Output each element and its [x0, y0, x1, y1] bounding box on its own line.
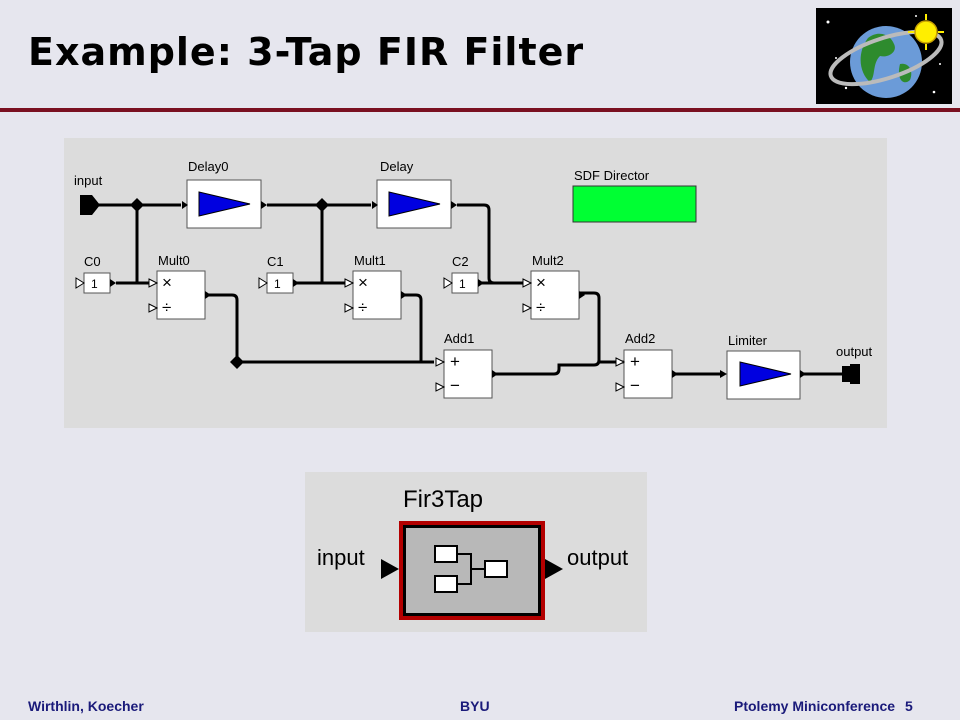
c1-const-actor[interactable]: 1 — [258, 272, 299, 294]
mult0-label: Mult0 — [158, 253, 190, 268]
svg-text:×: × — [536, 273, 546, 292]
svg-text:÷: ÷ — [358, 298, 367, 317]
svg-text:×: × — [358, 273, 368, 292]
footer-page-number: 5 — [904, 698, 913, 714]
fir3tap-composite: Fir3Tap input output — [317, 486, 628, 620]
title-divider — [0, 108, 960, 112]
output-port-icon[interactable] — [842, 364, 860, 384]
svg-text:×: × — [162, 273, 172, 292]
input-port-icon[interactable] — [80, 195, 100, 215]
delay0-label: Delay0 — [188, 159, 228, 174]
fir-diagram: input output Delay0 Delay SDF Director C… — [74, 159, 873, 400]
c2-label: C2 — [452, 254, 469, 269]
mult1-actor[interactable]: × ÷ — [344, 270, 407, 320]
svg-text:+: + — [450, 352, 460, 371]
svg-text:1: 1 — [459, 277, 466, 291]
fir3tap-actor[interactable] — [399, 521, 545, 620]
slide-title: Example: 3-Tap FIR Filter — [28, 30, 585, 74]
mult1-label: Mult1 — [354, 253, 386, 268]
svg-text:−: − — [450, 376, 460, 395]
c1-label: C1 — [267, 254, 284, 269]
composite-input-port-icon[interactable] — [381, 559, 399, 579]
footer-institution: BYU — [460, 698, 490, 714]
sdf-director[interactable] — [572, 185, 697, 223]
mult2-label: Mult2 — [532, 253, 564, 268]
footer-event: Ptolemy Miniconference 5 — [734, 698, 913, 714]
svg-text:1: 1 — [91, 277, 98, 291]
svg-text:1: 1 — [274, 277, 281, 291]
c0-label: C0 — [84, 254, 101, 269]
svg-text:+: + — [630, 352, 640, 371]
svg-text:÷: ÷ — [162, 298, 171, 317]
composite-input-label: input — [317, 545, 365, 570]
add2-actor[interactable]: + − — [615, 349, 678, 399]
fir-diagram-panel: input output Delay0 Delay SDF Director C… — [64, 138, 887, 428]
output-port-label: output — [836, 344, 873, 359]
svg-text:−: − — [630, 376, 640, 395]
mult0-actor[interactable]: × ÷ — [148, 270, 211, 320]
limiter-label: Limiter — [728, 333, 768, 348]
mult2-actor[interactable]: × ÷ — [522, 270, 585, 320]
input-port-label: input — [74, 173, 103, 188]
c0-const-actor[interactable]: 1 — [75, 272, 116, 294]
composite-name: Fir3Tap — [403, 486, 483, 513]
composite-output-label: output — [567, 545, 628, 570]
add1-actor[interactable]: + − — [435, 349, 498, 399]
sdf-director-label: SDF Director — [574, 168, 650, 183]
footer-event-name: Ptolemy Miniconference — [734, 698, 896, 714]
delay-actor[interactable] — [372, 179, 457, 229]
composite-output-port-icon[interactable] — [545, 559, 563, 579]
delay0-actor[interactable] — [182, 179, 267, 229]
wire-delay-mult2 — [457, 203, 524, 285]
delay-label: Delay — [380, 159, 414, 174]
composite-actor-panel: Fir3Tap input output — [305, 472, 647, 632]
c2-const-actor[interactable]: 1 — [443, 272, 484, 294]
svg-text:÷: ÷ — [536, 298, 545, 317]
footer-authors: Wirthlin, Koecher — [28, 698, 144, 714]
add1-label: Add1 — [444, 331, 474, 346]
add2-label: Add2 — [625, 331, 655, 346]
limiter-actor[interactable] — [720, 350, 806, 400]
composite-hierarchy-icon — [434, 545, 508, 593]
globe-logo-icon — [816, 8, 952, 104]
